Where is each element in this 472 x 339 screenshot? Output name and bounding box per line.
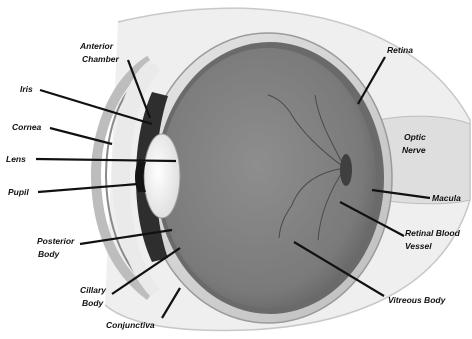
label-optic-nerve-1: Optic (404, 132, 426, 142)
label-cillary-body-1: Cillary (80, 285, 107, 295)
label-posterior-body-2: Body (38, 249, 61, 259)
label-posterior-body-1: Posterior (37, 236, 75, 246)
label-retinal-blood-vessel-1: Retinal Blood (405, 228, 461, 238)
label-pupil: Pupil (8, 187, 29, 197)
label-iris: Iris (20, 84, 33, 94)
label-retinal-blood-vessel-2: Vessel (405, 241, 432, 251)
lens-shape (144, 134, 180, 218)
label-vitreous-body: Vitreous Body (388, 295, 447, 305)
label-cillary-body-2: Body (82, 298, 105, 308)
label-retina: Retina (387, 45, 413, 55)
macula-shape (340, 154, 352, 186)
label-cornea: Cornea (12, 122, 42, 132)
label-conjunctiva: Conjunctiva (106, 320, 155, 330)
label-optic-nerve-2: Nerve (402, 145, 426, 155)
label-lens: Lens (6, 154, 26, 164)
label-macula: Macula (432, 193, 461, 203)
label-anterior-chamber-2: Chamber (82, 54, 120, 64)
label-anterior-chamber-1: Anterior (79, 41, 114, 51)
